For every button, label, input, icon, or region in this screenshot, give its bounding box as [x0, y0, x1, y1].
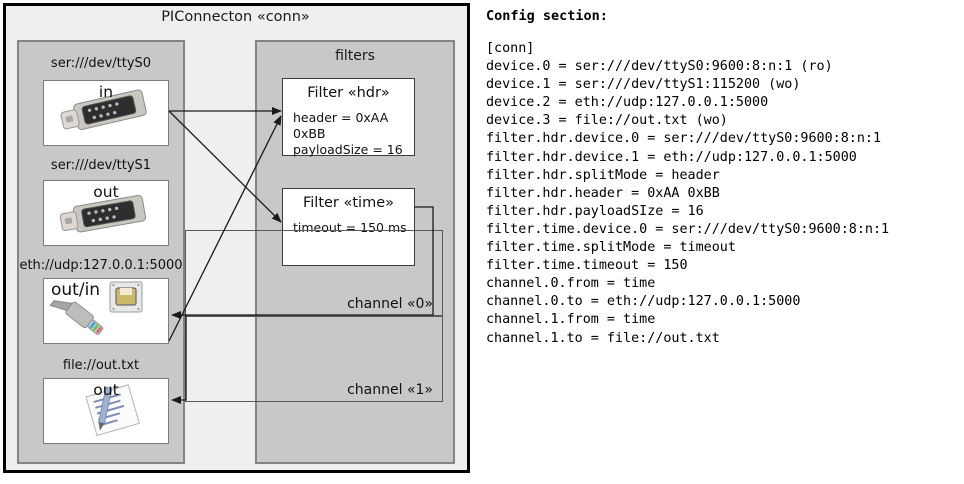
- device-box-ttys1[interactable]: out: [43, 180, 169, 246]
- channel-label-1: channel «1»: [347, 382, 433, 398]
- device-box-ttys0[interactable]: in: [43, 80, 169, 146]
- device-io-ttys1: out: [93, 183, 119, 201]
- document-pencil-icon: [44, 379, 168, 443]
- filter-prop: payloadSize = 16: [293, 142, 403, 157]
- channel-box-1: channel «1»: [185, 316, 443, 402]
- device-label-ttys1: ser:///dev/ttyS1: [50, 158, 152, 173]
- serial-connector-icon: [44, 81, 168, 145]
- config-lines: [conn] device.0 = ser:///dev/ttyS0:9600:…: [486, 41, 890, 346]
- serial-connector-icon: [44, 181, 168, 245]
- device-label-file: file://out.txt: [62, 358, 140, 373]
- filter-title-hdr: Filter «hdr»: [307, 85, 390, 101]
- channel-box-0: channel «0»: [185, 230, 443, 316]
- diagram-title: PIConnecton «conn»: [161, 9, 310, 25]
- filter-title-time: Filter «time»: [302, 195, 395, 211]
- device-io-ttys0: in: [98, 83, 114, 101]
- device-box-eth[interactable]: out/in: [43, 278, 169, 344]
- device-io-eth: out/in: [51, 280, 101, 300]
- architecture-diagram: PIConnecton «conn» ser:///dev/ttyS0 in: [0, 0, 478, 484]
- device-label-ttys0: ser:///dev/ttyS0: [50, 56, 152, 71]
- filter-props-hdr: header = 0xAA 0xBB payloadSize = 16: [293, 110, 414, 158]
- filters-panel-title: filters: [335, 48, 375, 64]
- config-heading: Config section:: [486, 8, 608, 24]
- device-box-file[interactable]: out: [43, 378, 169, 444]
- config-section: Config section: [conn] device.0 = ser://…: [482, 0, 964, 484]
- channel-label-0: channel «0»: [347, 296, 433, 312]
- filter-card-hdr[interactable]: Filter «hdr» header = 0xAA 0xBB payloadS…: [282, 78, 415, 158]
- network-jack-icon: [44, 279, 168, 343]
- device-io-file: out: [93, 381, 119, 399]
- filter-prop: header = 0xAA 0xBB: [293, 110, 389, 141]
- device-label-eth: eth://udp:127.0.0.1:5000: [19, 258, 183, 273]
